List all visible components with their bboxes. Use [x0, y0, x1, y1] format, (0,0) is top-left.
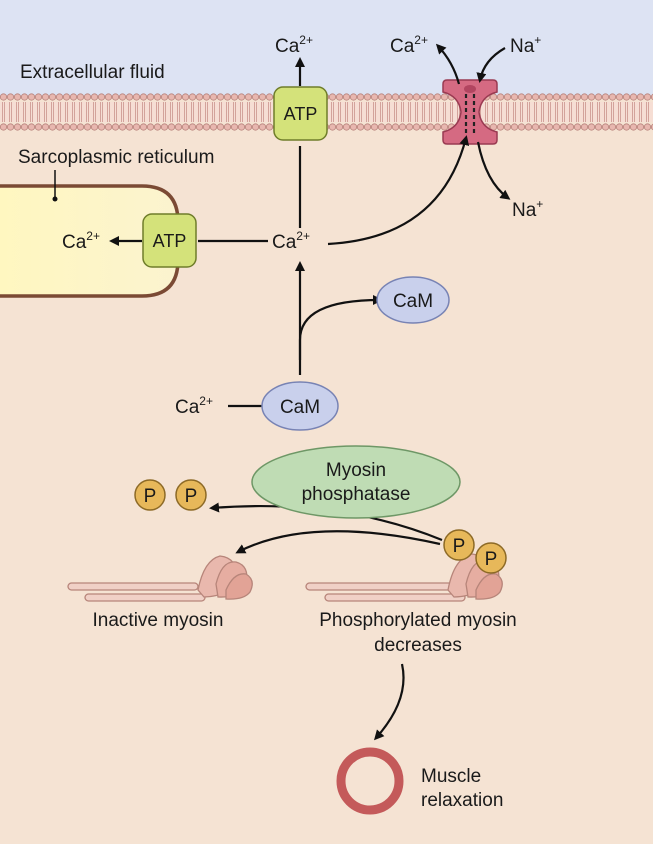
- phosphorylated-myosin-label-2: decreases: [374, 635, 462, 656]
- arrow-na-cytoplasm: [476, 141, 511, 200]
- atp-label-membrane: ATP: [284, 104, 318, 124]
- na-label-extracellular: Na+: [510, 33, 541, 57]
- phosphate-bound-1-label: P: [453, 536, 466, 557]
- arrow-to-free-cam: [298, 295, 383, 375]
- ca-label-extracellular: Ca2+: [275, 33, 313, 57]
- arrow-na-in: [476, 47, 506, 83]
- sr-pointer-dot: [52, 196, 58, 202]
- phosphorylated-myosin-label-1: Phosphorylated myosin: [319, 610, 517, 631]
- extracellular-region: [0, 0, 653, 98]
- inactive-myosin: [67, 555, 253, 602]
- na-label-cytoplasm: Na+: [512, 197, 543, 221]
- ca-label-cytoplasm: Ca2+: [272, 229, 310, 253]
- atp-pump-sr: ATP: [142, 213, 197, 268]
- phosphatase-label-2: phosphatase: [302, 484, 411, 505]
- phosphate-free-1: P: [134, 479, 166, 511]
- muscle-relaxation-label-1: Muscle: [421, 766, 481, 787]
- ca-label-cam: Ca2+: [175, 394, 213, 418]
- arrow-ca-to-exchanger: [327, 135, 470, 246]
- phosphate-bound-2: P: [475, 542, 507, 574]
- phosphorylated-myosin: [305, 553, 503, 602]
- muscle-relaxation-label-2: relaxation: [421, 790, 503, 811]
- phosphatase-label-1: Myosin: [326, 460, 386, 481]
- myosin-phosphatase: Myosin phosphatase: [251, 445, 461, 519]
- ca-label-sr: Ca2+: [62, 229, 100, 253]
- phosphate-free-2: P: [175, 479, 207, 511]
- relaxation-ring: [336, 747, 404, 815]
- cam-free-label: CaM: [393, 291, 433, 312]
- arrows: [109, 43, 511, 741]
- cam-bound: CaM: [261, 381, 339, 431]
- arrow-ca-out: [435, 43, 461, 85]
- arrow-to-relaxation: [374, 663, 405, 741]
- ca-label-exchanger: Ca2+: [390, 33, 428, 57]
- sarcoplasmic-reticulum-label: Sarcoplasmic reticulum: [18, 147, 214, 168]
- phosphate-free-2-label: P: [185, 486, 198, 507]
- na-ca-exchanger: [442, 79, 498, 145]
- atp-label-sr: ATP: [153, 231, 187, 251]
- phosphate-bound-1: P: [443, 529, 475, 561]
- cam-bound-label: CaM: [280, 397, 320, 418]
- cam-free: CaM: [376, 276, 450, 324]
- phosphate-bound-2-label: P: [485, 549, 498, 570]
- inactive-myosin-label: Inactive myosin: [93, 610, 224, 631]
- phosphate-free-1-label: P: [144, 486, 157, 507]
- arrow-dephosphorylate: [235, 530, 441, 554]
- atp-pump-membrane: ATP: [273, 86, 328, 141]
- extracellular-fluid-label: Extracellular fluid: [20, 62, 165, 83]
